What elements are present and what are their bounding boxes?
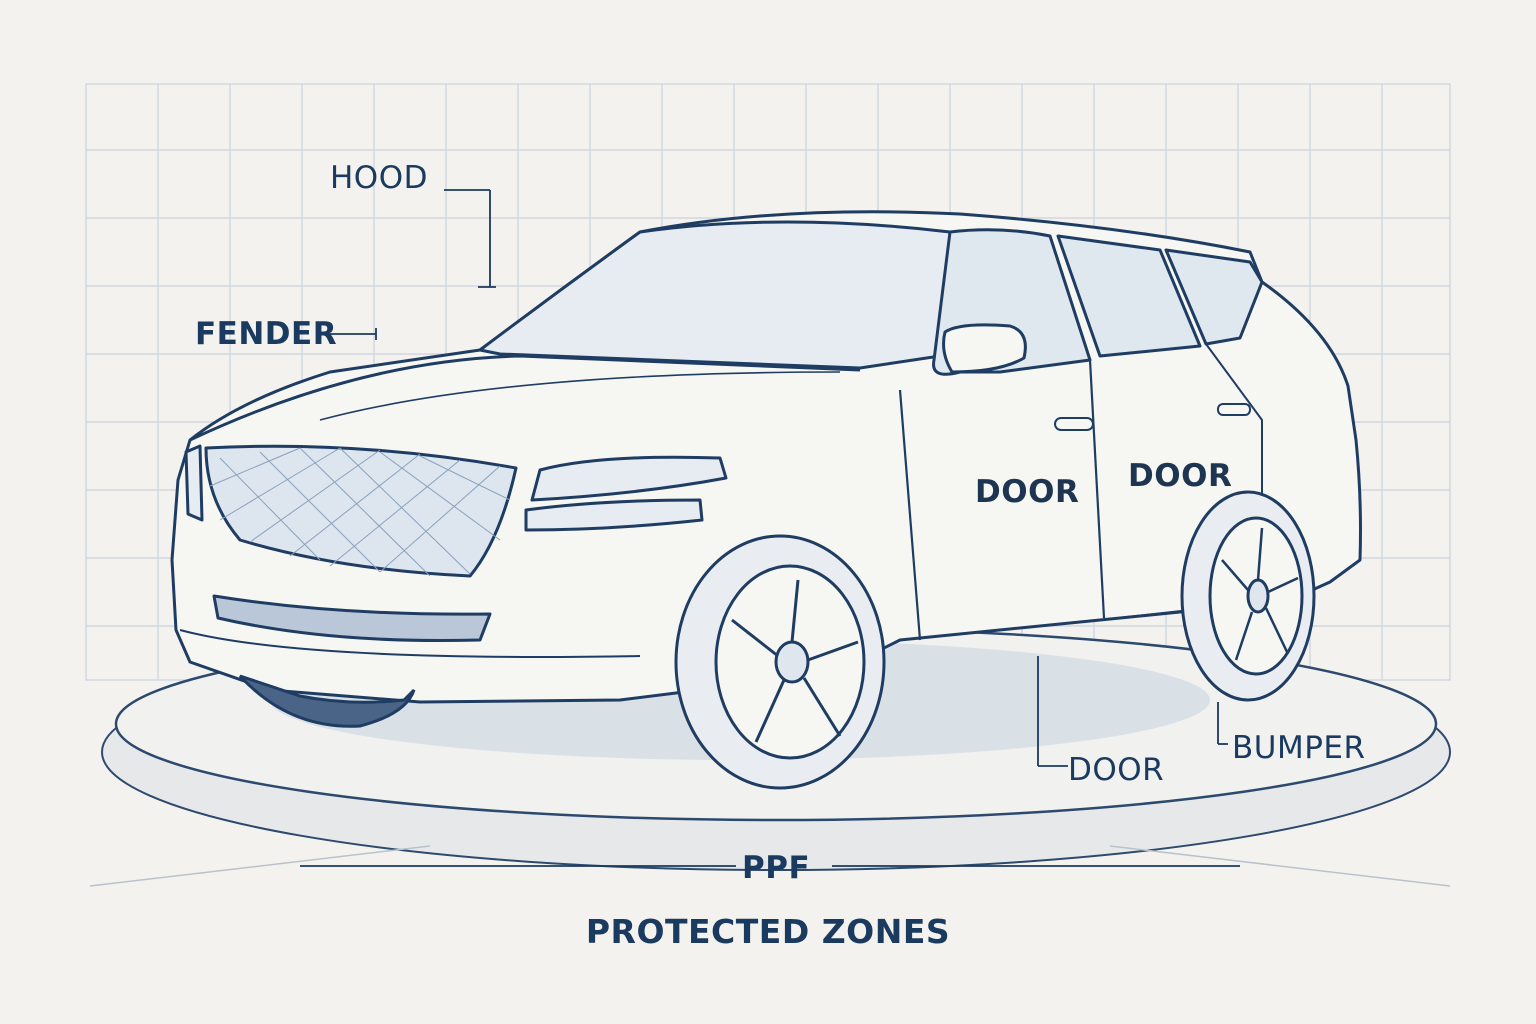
hood-label: HOOD xyxy=(330,160,428,196)
front-left-tire xyxy=(238,674,416,728)
rear-door-label: DOOR xyxy=(1128,458,1233,494)
front-door-label: DOOR xyxy=(975,474,1080,510)
door-sill-label: DOOR xyxy=(1068,752,1165,788)
fender-label: FENDER xyxy=(195,316,338,352)
protected-zones-title: PROTECTED ZONES xyxy=(585,912,951,951)
leader-lines xyxy=(300,189,1240,867)
ppf-label: PPF xyxy=(742,850,811,886)
bumper-label: BUMPER xyxy=(1232,730,1366,766)
car-body xyxy=(170,210,1362,704)
rear-wheel xyxy=(1180,490,1316,702)
front-wheel xyxy=(674,534,886,790)
